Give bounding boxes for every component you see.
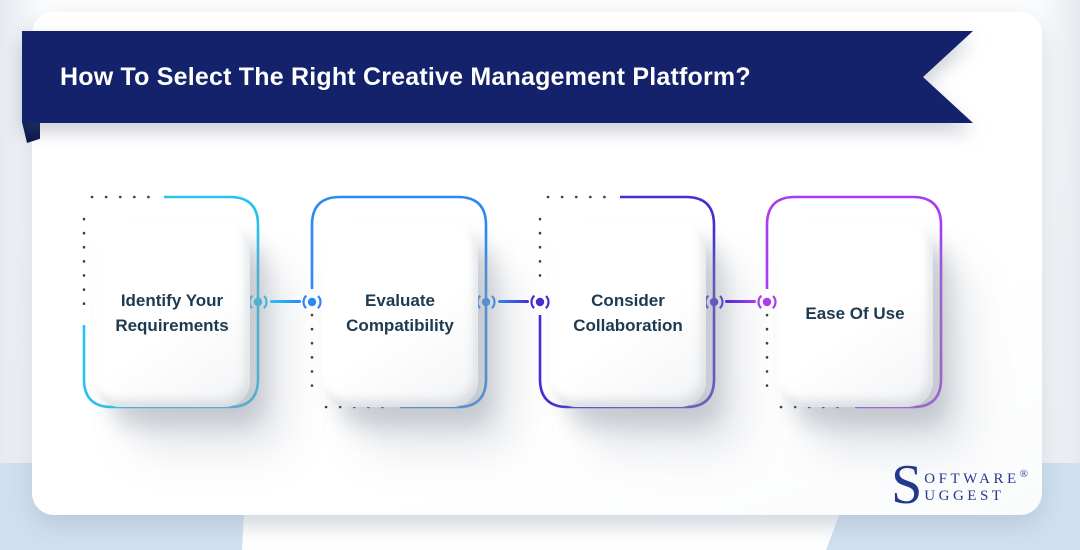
step-card-surface: Identify Your Requirements bbox=[94, 221, 250, 407]
step-outline-2 bbox=[302, 195, 496, 409]
step-card-consider-collaboration: Consider Collaboration bbox=[526, 183, 728, 421]
node-left-2 bbox=[302, 292, 322, 312]
step-label: Ease Of Use bbox=[805, 303, 905, 323]
step-card-evaluate-compatibility: Evaluate Compatibility bbox=[298, 183, 500, 421]
header-ribbon: How To Select The Right Creative Managem… bbox=[22, 31, 973, 123]
step-card-identify-requirements: Identify Your Requirements bbox=[70, 183, 272, 421]
softwaresuggest-logo: S OFTWARE® UGGEST bbox=[891, 454, 1028, 517]
step-outline-4 bbox=[757, 195, 943, 409]
step-card-ease-of-use: Ease Of Use bbox=[753, 183, 955, 421]
logo-line2: UGGEST bbox=[924, 487, 1005, 504]
bottom-white-wedge bbox=[242, 513, 840, 550]
step-label: Evaluate Compatibility bbox=[346, 291, 454, 335]
connector-2-3 bbox=[498, 300, 529, 303]
node-left-4 bbox=[757, 292, 777, 312]
step-label: Identify Your Requirements bbox=[115, 291, 229, 335]
logo-initial: S bbox=[891, 454, 923, 517]
ribbon-fold bbox=[22, 122, 40, 143]
page-title: How To Select The Right Creative Managem… bbox=[60, 62, 751, 91]
connector-1-2 bbox=[270, 300, 301, 303]
step-card-surface: Ease Of Use bbox=[777, 221, 933, 407]
logo-line1: OFTWARE® bbox=[924, 467, 1028, 487]
step-card-surface: Consider Collaboration bbox=[550, 221, 706, 407]
registered-mark: ® bbox=[1019, 467, 1028, 480]
node-left-3 bbox=[530, 292, 550, 312]
connector-3-4 bbox=[725, 300, 756, 303]
step-card-surface: Evaluate Compatibility bbox=[322, 221, 478, 407]
step-label: Consider Collaboration bbox=[573, 291, 683, 335]
